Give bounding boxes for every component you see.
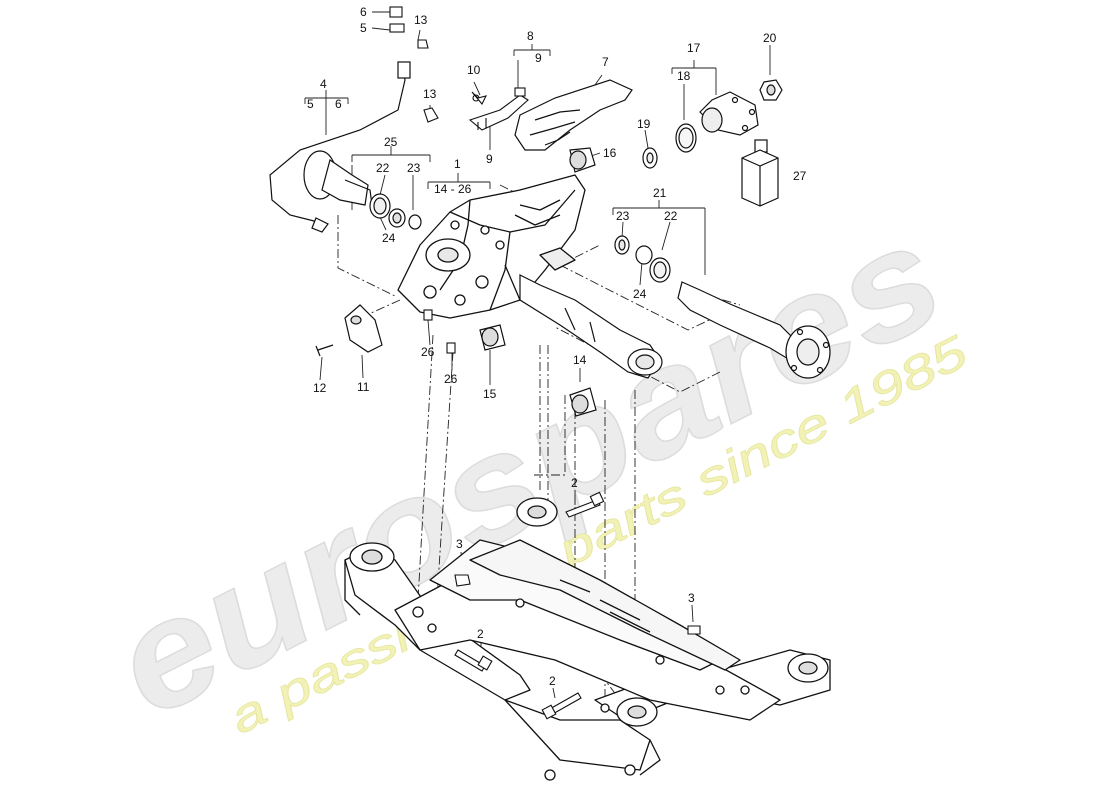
callout-22-right: 22 [664, 209, 678, 223]
callout-22-left: 22 [376, 161, 390, 175]
callout-6-sub: 6 [335, 97, 342, 111]
callout-26-upper: 26 [421, 345, 435, 359]
callout-8: 8 [527, 29, 534, 43]
speed-sensor-cable [269, 61, 411, 233]
callout-27: 27 [793, 169, 807, 183]
callout-20: 20 [763, 31, 777, 45]
callout-18: 18 [677, 69, 691, 83]
oil-bottle [741, 139, 779, 207]
callout-10: 10 [467, 63, 481, 77]
callout-26-lower: 26 [444, 372, 458, 386]
callout-4: 4 [320, 77, 327, 91]
small-fasteners [389, 6, 488, 354]
callout-17: 17 [687, 41, 701, 55]
callout-25: 25 [384, 135, 398, 149]
callout-12: 12 [313, 381, 327, 395]
mount-bracket [468, 87, 529, 131]
flange-17 [699, 91, 759, 136]
callout-24-right: 24 [633, 287, 647, 301]
output-seals-right [614, 235, 831, 379]
callout-13-top: 13 [414, 13, 428, 27]
callout-3-left: 3 [456, 537, 463, 551]
bushings-14-15 [479, 324, 597, 417]
callout-labels: 6 5 13 4 5 6 13 10 8 9 9 7 17 18 20 19 1… [307, 5, 807, 688]
callout-6: 6 [360, 5, 367, 19]
callout-5-sub: 5 [307, 97, 314, 111]
callout-2-middle: 2 [477, 627, 484, 641]
output-flange-left [321, 159, 422, 230]
callout-24-left: 24 [382, 231, 396, 245]
callout-15: 15 [483, 387, 497, 401]
rubber-mount-11 [315, 304, 383, 357]
callout-1: 1 [454, 157, 461, 171]
callout-2-bottom: 2 [549, 674, 556, 688]
nut-20 [759, 79, 783, 101]
rear-differential [397, 174, 586, 319]
bushing-16 [569, 147, 596, 173]
callout-2-top: 2 [571, 476, 578, 490]
callout-23-right: 23 [616, 209, 630, 223]
callout-16: 16 [603, 146, 617, 160]
seals-18-19 [642, 123, 697, 169]
callout-9-top: 9 [535, 51, 542, 65]
subframe-fasteners [454, 491, 701, 720]
drive-shaft-right [519, 274, 663, 379]
callout-13: 13 [423, 87, 437, 101]
callout-14: 14 [573, 353, 587, 367]
callout-23-left: 23 [407, 161, 421, 175]
callout-21: 21 [653, 186, 667, 200]
callout-9: 9 [486, 152, 493, 166]
callout-5: 5 [360, 21, 367, 35]
cover-plate [514, 79, 633, 151]
callout-14-26: 14 - 26 [434, 182, 472, 196]
callout-19: 19 [637, 117, 651, 131]
callout-11: 11 [357, 380, 370, 394]
callout-3-right: 3 [688, 591, 695, 605]
rear-subframe [344, 497, 831, 781]
callout-7: 7 [602, 55, 609, 69]
